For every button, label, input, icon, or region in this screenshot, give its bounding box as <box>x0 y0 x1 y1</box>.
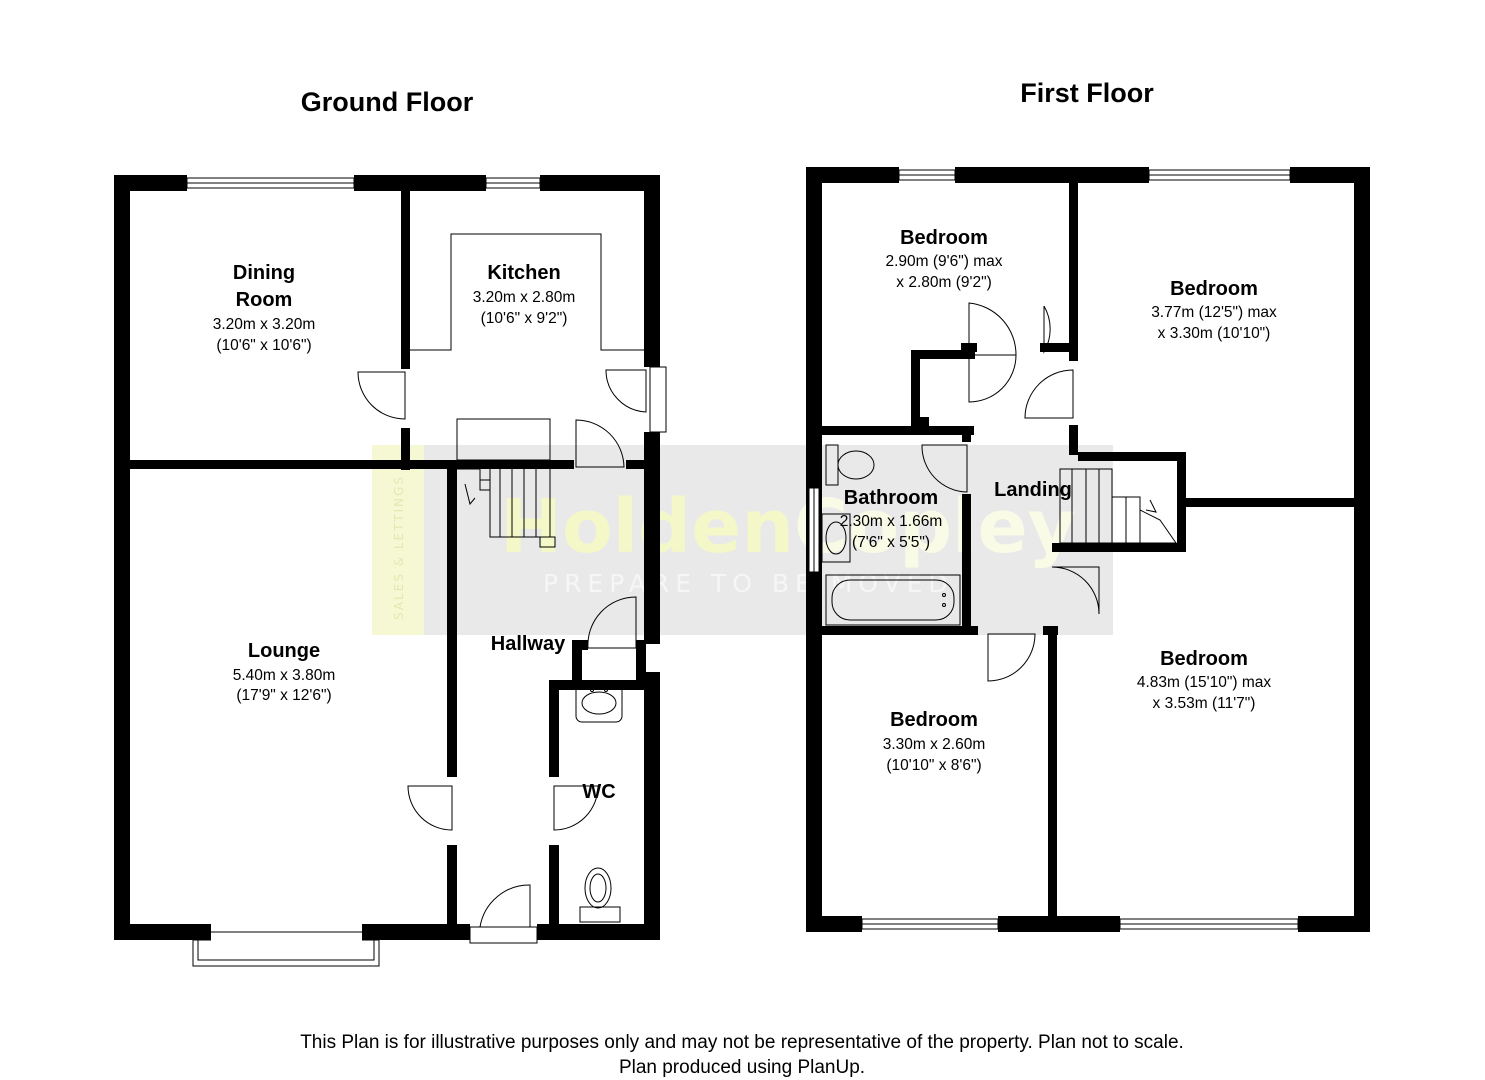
kitchen-dim-metric: 3.20m x 2.80m <box>473 289 576 306</box>
first-inner-walls <box>822 183 1354 916</box>
watermark-side-strip <box>372 445 424 635</box>
bathroom-door <box>921 444 968 493</box>
kitchen-dim-imperial: (10'6" x 9'2") <box>481 310 568 327</box>
bathroom-dim-metric: 2.30m x 1.66m <box>840 513 943 530</box>
wc-fixtures <box>575 683 623 923</box>
bedroom-b-name: Bedroom <box>1170 278 1258 300</box>
front-door <box>479 884 531 928</box>
lounge-door <box>407 785 453 831</box>
toilet-bowl-icon <box>837 450 875 480</box>
kitchen-name: Kitchen <box>487 262 560 284</box>
ground-doors <box>357 369 647 928</box>
ground-floor: Dining Room 3.20m x 3.20m (10'6" x 10'6"… <box>114 175 667 967</box>
dining-room-dim-metric: 3.20m x 3.20m <box>213 316 316 333</box>
watermark-brand-part2: Copley <box>794 484 1076 570</box>
landing-name: Landing <box>994 479 1072 501</box>
kitchen-units <box>410 233 644 351</box>
wc-name: WC <box>582 781 615 803</box>
bathroom-name: Bathroom <box>844 487 938 509</box>
watermark-brand: HoldenCopley <box>500 484 1076 570</box>
dining-door <box>357 371 406 420</box>
bathroom-fixtures <box>821 444 961 626</box>
wc-basin-icon <box>575 683 623 723</box>
ground-floor-title: Ground Floor <box>301 87 474 117</box>
first-labels: Bedroom 2.90m (9'6") max x 2.80m (9'2") … <box>840 227 1277 774</box>
hall-door-top <box>575 419 625 468</box>
cupboard-door <box>587 596 637 649</box>
first-stairs <box>1059 468 1177 544</box>
dining-room-dim-imperial: (10'6" x 10'6") <box>216 337 311 354</box>
footer-credit: Plan produced using PlanUp. <box>619 1057 865 1078</box>
wc-toilet-icon <box>584 867 612 909</box>
ground-stairs <box>456 418 556 548</box>
bedroom-c-door <box>1051 566 1100 615</box>
lounge-bay-window <box>192 939 380 967</box>
bath-icon <box>825 574 961 626</box>
bedroom-d-door <box>987 633 1036 682</box>
bedroom-d-dim-imperial: (10'10" x 8'6") <box>886 757 981 774</box>
dining-room-name-2: Room <box>236 289 293 311</box>
bedroom-b-dim-metric: 3.77m (12'5") max <box>1151 304 1277 321</box>
bedroom-a-door-b <box>968 302 1017 356</box>
ground-windows <box>186 177 667 967</box>
wc-door <box>553 785 599 831</box>
ground-labels: Dining Room 3.20m x 3.20m (10'6" x 10'6"… <box>213 262 616 803</box>
first-floor: Bedroom 2.90m (9'6") max x 2.80m (9'2") … <box>806 167 1370 932</box>
basin-icon <box>821 513 851 563</box>
watermark-tagline: PREPARE TO BE MOVED <box>543 569 954 598</box>
dining-room-name-1: Dining <box>233 262 295 284</box>
first-doors <box>921 302 1100 682</box>
landing-door <box>1043 305 1051 354</box>
ground-inner-walls <box>130 191 660 925</box>
lounge-dim-imperial: (17'9" x 12'6") <box>236 687 331 704</box>
bedroom-b-door <box>1024 369 1074 419</box>
bedroom-a-name: Bedroom <box>900 227 988 249</box>
kitchen-side-door <box>649 366 667 433</box>
footer-disclaimer: This Plan is for illustrative purposes o… <box>300 1032 1184 1053</box>
first-windows <box>808 169 1299 930</box>
hallway-name: Hallway <box>491 633 566 655</box>
bedroom-b-dim-imperial: x 3.30m (10'10") <box>1158 325 1271 342</box>
lounge-dim-metric: 5.40m x 3.80m <box>233 667 336 684</box>
watermark-band <box>372 445 1113 635</box>
bedroom-a-dim-metric: 2.90m (9'6") max <box>886 253 1003 270</box>
lounge-name: Lounge <box>248 640 320 662</box>
bedroom-c-dim-imperial: x 3.53m (11'7") <box>1153 695 1256 712</box>
bedroom-c-name: Bedroom <box>1160 648 1248 670</box>
watermark-side-text: SALES & LETTINGS <box>392 475 406 620</box>
kitchen-door <box>605 369 647 413</box>
front-door-frame <box>469 926 538 944</box>
bedroom-d-dim-metric: 3.30m x 2.60m <box>883 736 986 753</box>
watermark: SALES & LETTINGS HoldenCopley PREPARE TO… <box>372 445 1113 635</box>
bedroom-c-dim-metric: 4.83m (15'10") max <box>1137 674 1271 691</box>
first-floor-title: First Floor <box>1020 78 1154 108</box>
bedroom-d-name: Bedroom <box>890 709 978 731</box>
bedroom-a-dim-imperial: x 2.80m (9'2") <box>896 274 991 291</box>
ground-outer-walls <box>114 175 660 940</box>
bathroom-dim-imperial: (7'6" x 5'5") <box>852 534 930 551</box>
bedroom-a-door <box>968 354 1017 403</box>
